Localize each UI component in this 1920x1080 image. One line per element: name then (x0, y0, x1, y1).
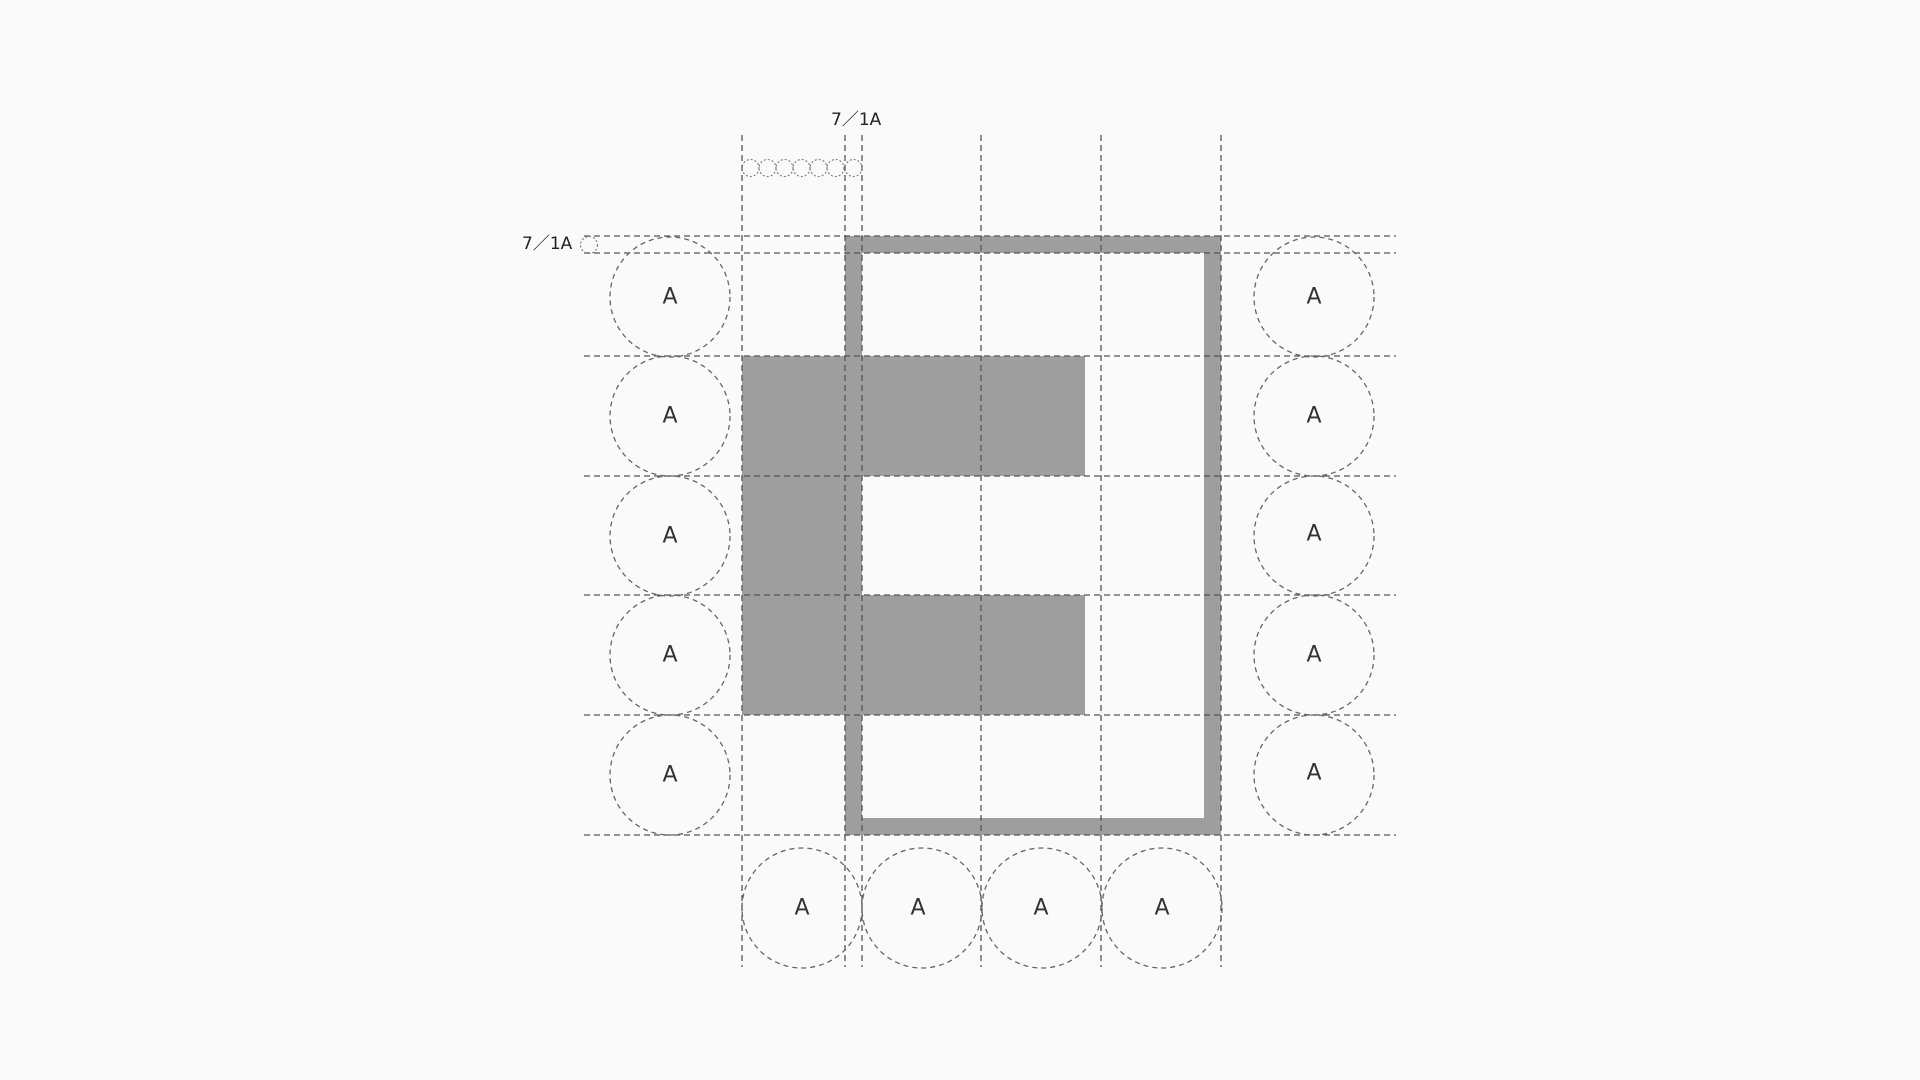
circle-label: A (662, 404, 677, 429)
left-module-circles: A A A A A (609, 236, 731, 836)
circle-label: A (1306, 285, 1321, 310)
e-spine (742, 356, 862, 715)
unit-circle-left (579, 235, 599, 255)
circle-label: A (662, 643, 677, 668)
annotation-left: 7／1A (522, 234, 573, 254)
circle-label: A (1306, 761, 1321, 786)
circle-label: A (662, 524, 677, 549)
circle-label: A (662, 763, 677, 788)
circle-label: A (1306, 643, 1321, 668)
circle-label: A (1154, 896, 1169, 921)
horizontal-guides (584, 235, 1396, 836)
bottom-module-circles: A A A A (741, 847, 1223, 969)
annotation-top: 7／1A (831, 110, 882, 130)
vertical-guides (741, 135, 1222, 967)
outer-frame (845, 236, 1221, 835)
unit-circles-top (741, 158, 863, 178)
circle-label: A (1306, 522, 1321, 547)
letter-e-shapes (742, 236, 1221, 835)
circle-label: A (794, 896, 809, 921)
right-module-circles: A A A A A (1253, 236, 1375, 836)
circle-label: A (1033, 896, 1048, 921)
circle-label: A (1306, 404, 1321, 429)
circle-label: A (910, 896, 925, 921)
circle-label: A (662, 285, 677, 310)
